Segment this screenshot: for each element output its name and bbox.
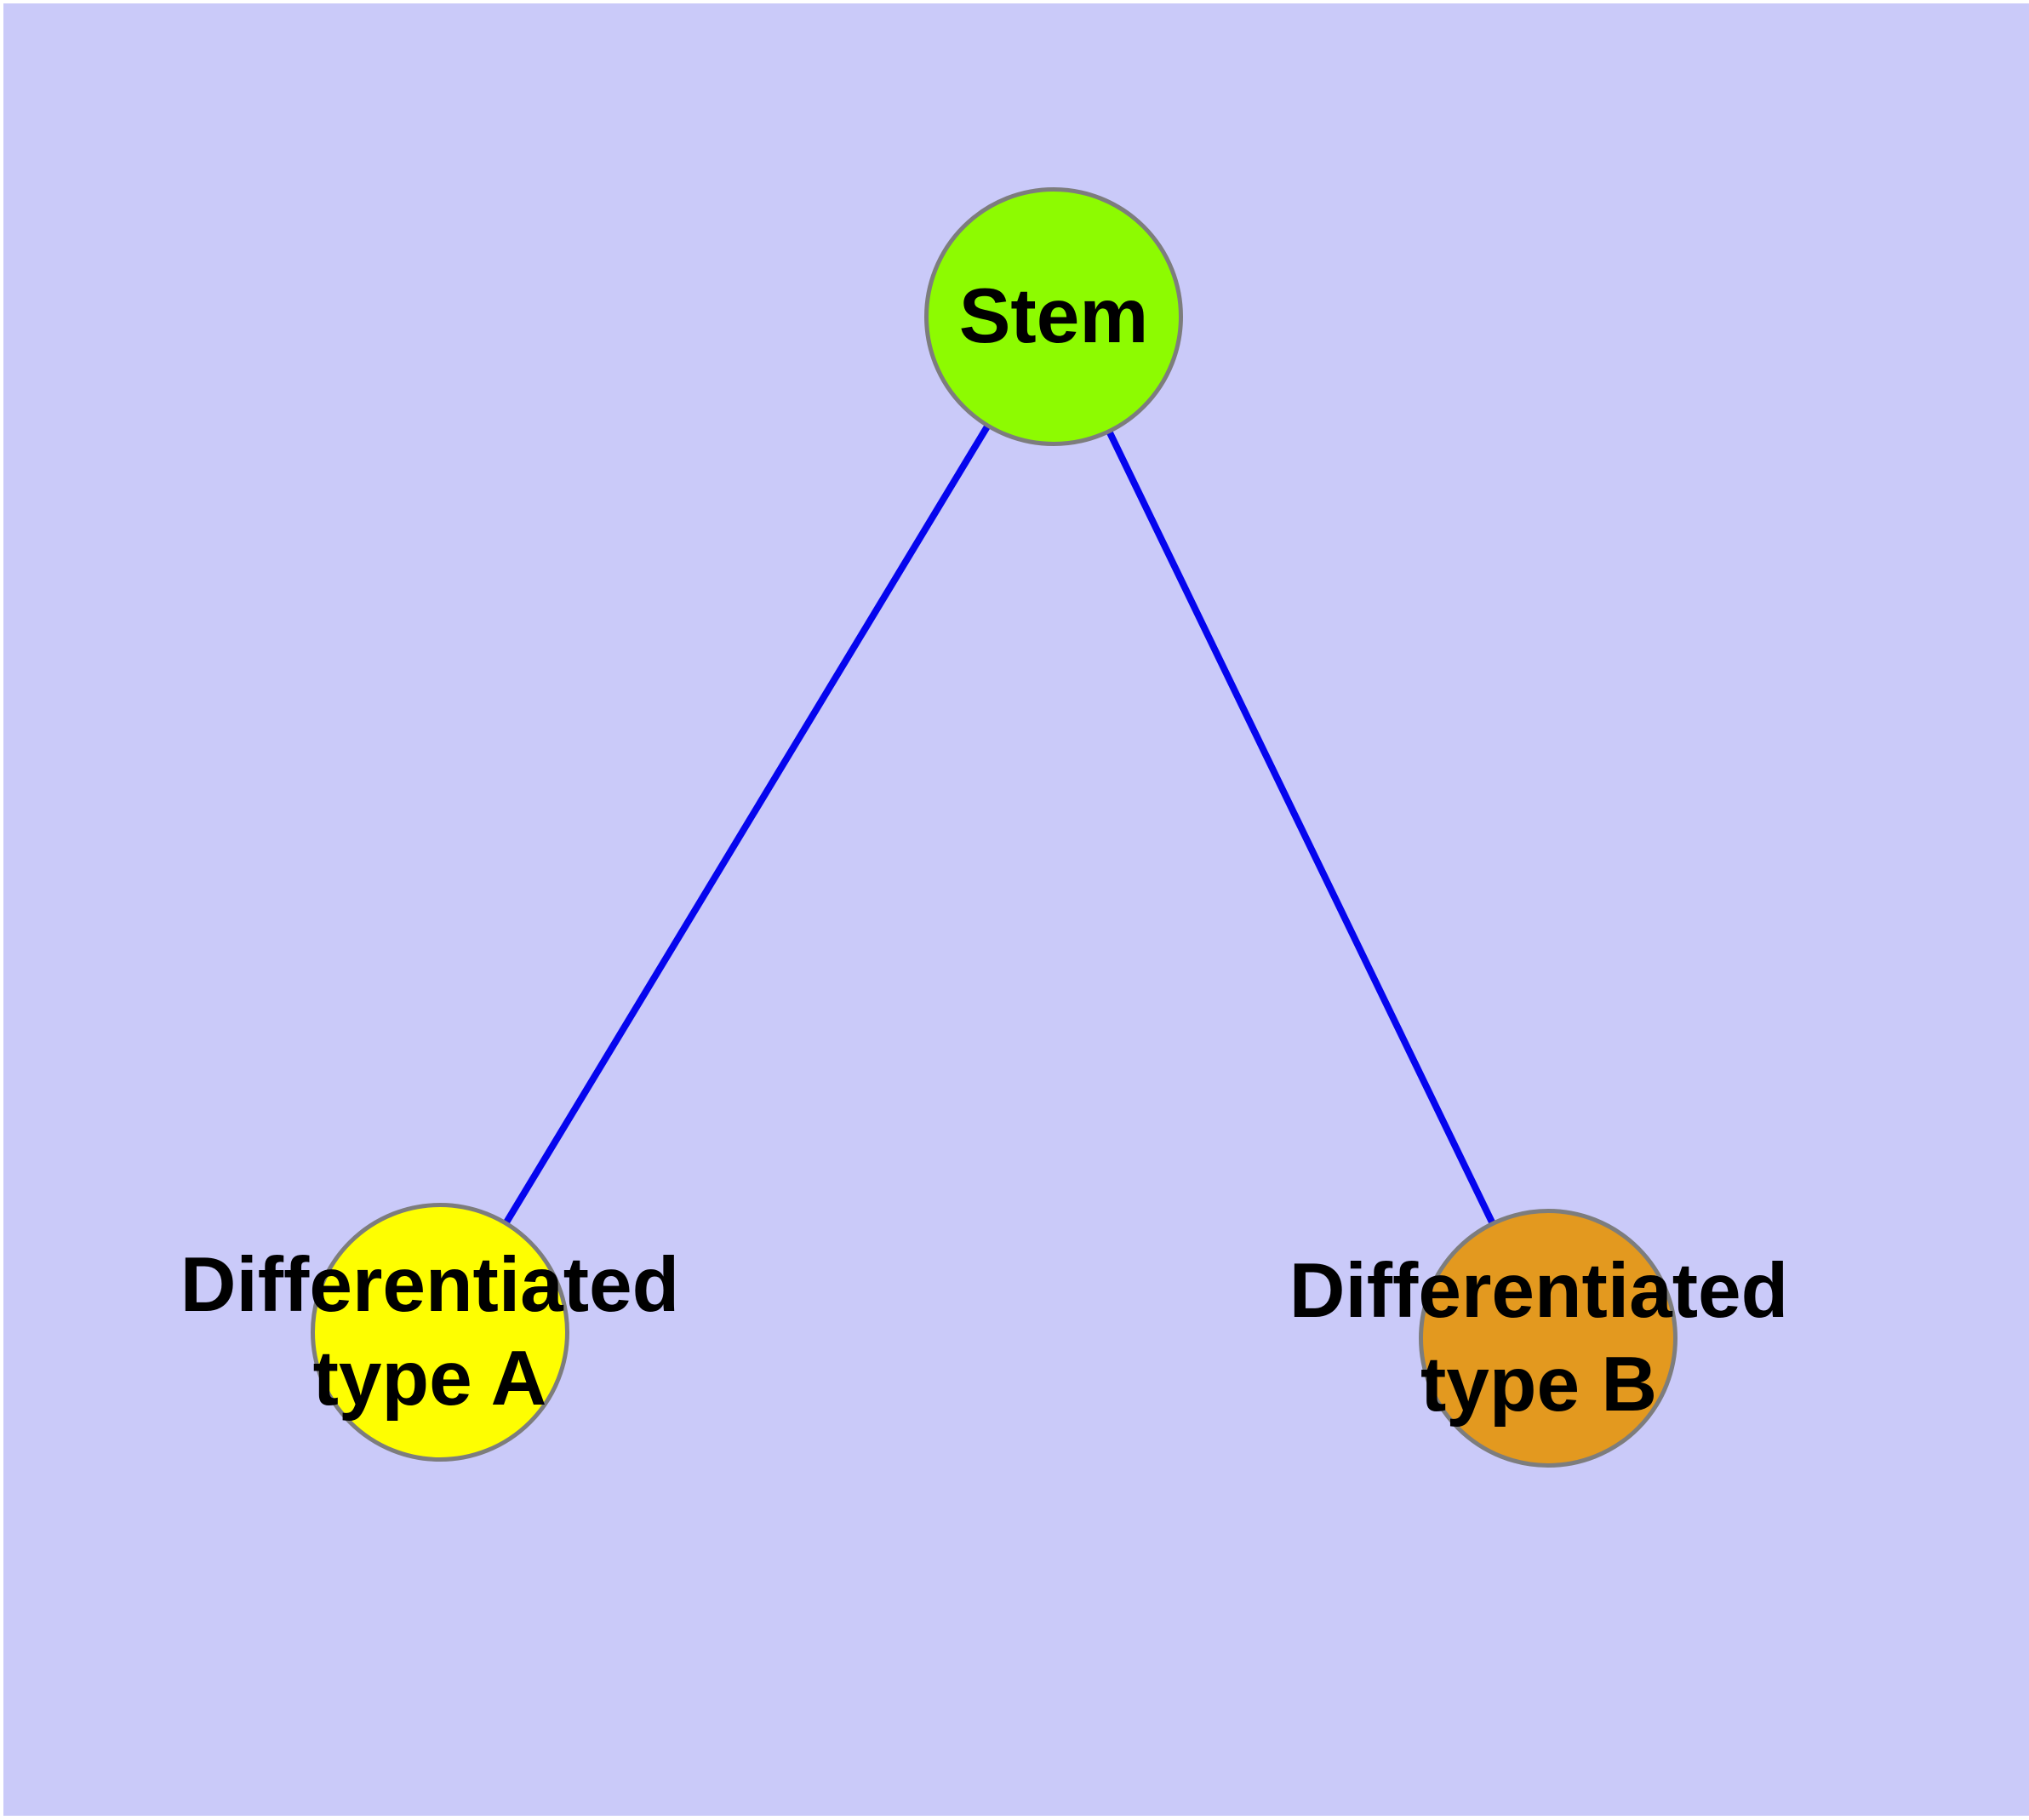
node-stem	[924, 187, 1183, 446]
node-differentiated-type-a	[311, 1203, 569, 1462]
edge-stem-to-type-b	[1050, 315, 1552, 1340]
node-differentiated-type-b	[1419, 1209, 1677, 1468]
diagram-canvas: Stem Differentiated type A Differentiate…	[3, 3, 2029, 1816]
edge-stem-to-type-a	[437, 314, 1057, 1335]
